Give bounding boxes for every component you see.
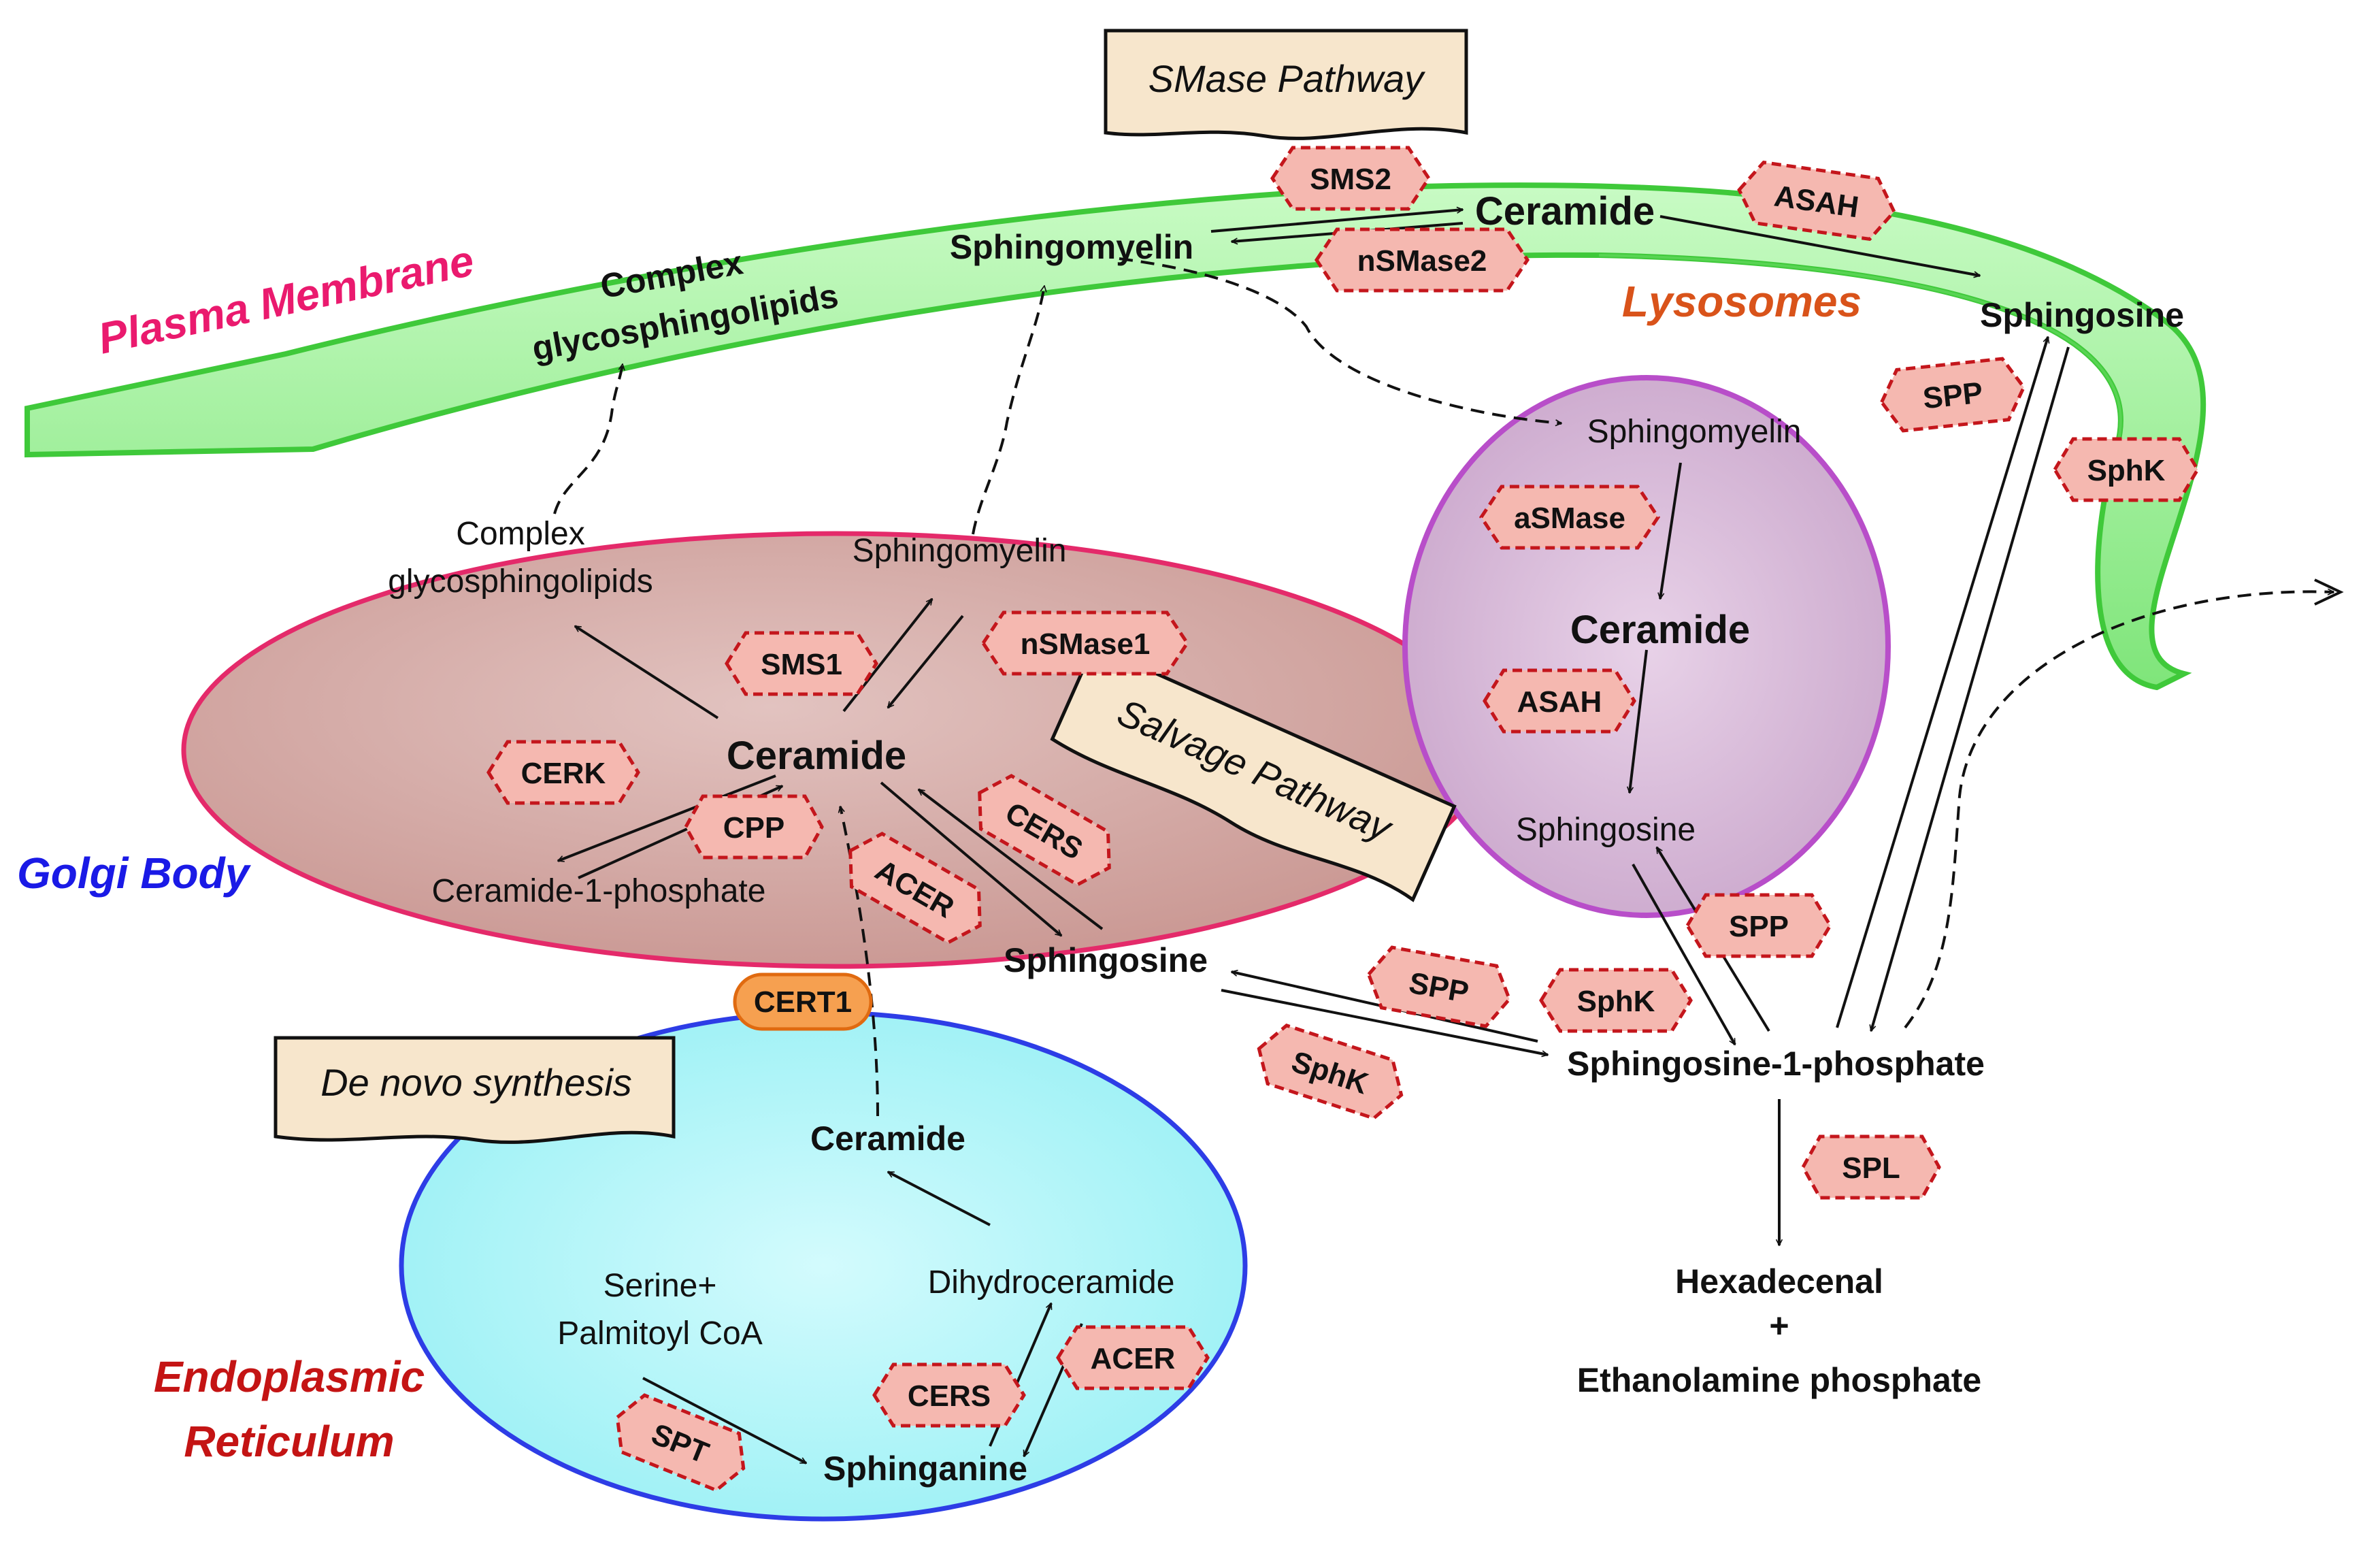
er-serine-line2: Palmitoyl CoA	[557, 1315, 762, 1352]
svg-text:ASAH: ASAH	[1517, 685, 1602, 719]
svg-text:CERK: CERK	[521, 757, 606, 790]
enzyme-cers-er: CERS	[872, 1362, 1026, 1428]
enzyme-cerk: CERK	[486, 740, 640, 805]
svg-text:nSMase2: nSMase2	[1357, 244, 1487, 278]
s1p: Sphingosine-1-phosphate	[1567, 1045, 1985, 1083]
enzyme-sphk-right: SphK	[2053, 437, 2200, 502]
pm-sphingomyelin: Sphingomyelin	[950, 228, 1193, 266]
golgi-complex-line1: Complex	[456, 516, 584, 552]
enzyme-spp-right: SPP	[1879, 357, 2026, 433]
svg-text:SPL: SPL	[1842, 1151, 1900, 1185]
svg-text:CERT1: CERT1	[754, 985, 852, 1019]
enzyme-spl: SPL	[1801, 1134, 1941, 1200]
lys-sphingosine: Sphingosine	[1516, 812, 1696, 848]
enzyme-nsmase2: nSMase2	[1314, 227, 1530, 293]
enzyme-asmase: aSMase	[1478, 485, 1661, 550]
golgi-ceramide: Ceramide	[727, 734, 906, 778]
svg-text:SphK: SphK	[2087, 454, 2166, 487]
smase-pathway-label: SMase Pathway	[1148, 57, 1426, 100]
er-serine-line1: Serine+	[604, 1268, 717, 1304]
lys-ceramide: Ceramide	[1570, 608, 1750, 652]
enzyme-spp-lys: SPP	[1685, 893, 1832, 958]
enzyme-cpp: CPP	[684, 794, 824, 860]
golgi-c1p: Ceramide-1-phosphate	[432, 873, 766, 909]
golgi-sphingomyelin: Sphingomyelin	[853, 533, 1067, 569]
lysosomes-label: Lysosomes	[1622, 277, 1862, 326]
er-sphinganine: Sphinganine	[823, 1450, 1027, 1488]
enzyme-sms1: SMS1	[725, 631, 878, 696]
enzyme-sphk-mid: SphK	[1539, 968, 1693, 1033]
er-ceramide: Ceramide	[810, 1119, 965, 1158]
lys-sphingomyelin: Sphingomyelin	[1587, 414, 1802, 450]
svg-text:SphK: SphK	[1577, 985, 1655, 1018]
svg-text:CERS: CERS	[908, 1379, 991, 1413]
svg-text:aSMase: aSMase	[1514, 502, 1625, 535]
svg-text:SMS2: SMS2	[1310, 163, 1391, 196]
ethanolamine-phosphate: Ethanolamine phosphate	[1577, 1361, 1982, 1399]
golgi-complex-line2: glycosphingolipids	[388, 563, 653, 600]
er-label-line2: Reticulum	[184, 1417, 394, 1466]
smase-pathway-banner: SMase Pathway	[1104, 29, 1468, 140]
enzyme-cers-golgi: CERS	[978, 774, 1111, 887]
svg-text:SMS1: SMS1	[761, 648, 842, 681]
denovo-label: De novo synthesis	[320, 1061, 632, 1104]
enzyme-spt: SPT	[615, 1393, 746, 1492]
denovo-banner: De novo synthesis	[274, 1036, 676, 1144]
enzyme-nsmase1: nSMase1	[980, 610, 1190, 676]
enzyme-spp-mid: SPP	[1366, 945, 1512, 1028]
cyto-sphingosine: Sphingosine	[1004, 941, 1208, 979]
pm-ceramide: Ceramide	[1475, 189, 1655, 233]
golgi-body-label: Golgi Body	[17, 849, 252, 898]
right-sphingosine: Sphingosine	[1980, 296, 2184, 334]
enzyme-asah-pm: ASAH	[1737, 160, 1896, 242]
hexadecenal: Hexadecenal	[1675, 1262, 1883, 1301]
enzyme-acer-er: ACER	[1056, 1325, 1210, 1390]
svg-text:CPP: CPP	[723, 811, 784, 845]
svg-text:ACER: ACER	[1091, 1342, 1176, 1375]
enzyme-sphk-low: SphK	[1257, 1024, 1404, 1120]
enzyme-sms2: SMS2	[1270, 146, 1432, 211]
enzyme-acer-golgi: ACER	[848, 832, 982, 945]
cert1-transporter: CERT1	[733, 972, 873, 1031]
svg-text:SPP: SPP	[1921, 376, 1985, 416]
enzyme-asah-lys: ASAH	[1483, 668, 1636, 734]
svg-text:nSMase1: nSMase1	[1021, 627, 1151, 661]
er-label-line1: Endoplasmic	[154, 1352, 425, 1401]
plus-sign: +	[1769, 1307, 1789, 1345]
er-dihydroceramide: Dihydroceramide	[928, 1264, 1175, 1301]
plasma-membrane-label: Plasma Membrane	[94, 235, 478, 363]
svg-text:SPP: SPP	[1729, 910, 1789, 943]
